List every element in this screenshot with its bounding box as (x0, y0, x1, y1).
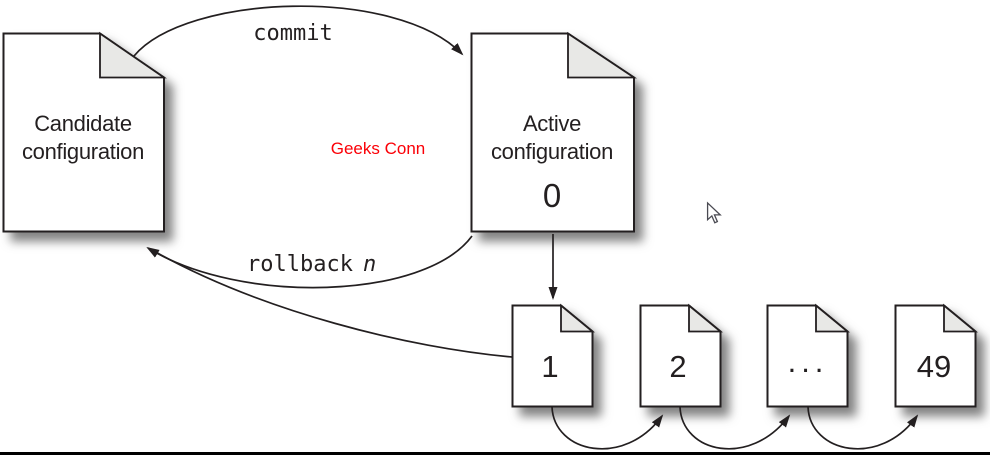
history-doc-number: ... (788, 344, 829, 379)
folded-corner-icon (688, 303, 724, 333)
document-shape (2, 32, 165, 233)
history-to-candidate-curve (151, 249, 513, 358)
mouse-cursor-icon (706, 201, 722, 224)
rollback-label: rollback (247, 252, 353, 277)
active-doc-label-line1: Active (523, 111, 581, 136)
document-shape (470, 32, 635, 233)
folded-corner-icon (815, 303, 851, 333)
folded-corner-icon (560, 303, 596, 333)
history-chain-arrow-2-3 (679, 406, 791, 450)
watermark-text: Geeks Conn (331, 139, 426, 158)
commit-arrow (133, 5, 464, 57)
history-doc-number: 2 (669, 349, 686, 384)
history-doc-2: 2 (639, 303, 724, 408)
folded-corner-icon (567, 31, 637, 79)
history-doc-49: 49 (894, 303, 979, 408)
history-doc-number: 49 (917, 349, 951, 384)
candidate-doc-label-line1: Candidate (34, 111, 132, 136)
active-doc-label-line2: configuration (491, 139, 613, 164)
history-doc-1: 1 (511, 303, 596, 408)
rollback-arrow (146, 235, 473, 289)
rollback-n-variable: n (363, 252, 376, 277)
folded-corner-icon (943, 303, 979, 333)
candidate-configuration-doc: Candidate configuration (2, 31, 167, 233)
commit-label: commit (253, 21, 332, 46)
history-doc-ellipsis: ... (766, 303, 851, 408)
folded-corner-icon (99, 31, 167, 79)
candidate-doc-label-line2: configuration (22, 139, 144, 164)
history-doc-number: 1 (541, 349, 558, 384)
active-doc-number: 0 (543, 177, 561, 214)
history-chain-arrow-3-49 (807, 406, 919, 450)
history-chain-arrow-1-2 (551, 406, 664, 450)
active-configuration-doc: Active configuration 0 (470, 31, 637, 233)
